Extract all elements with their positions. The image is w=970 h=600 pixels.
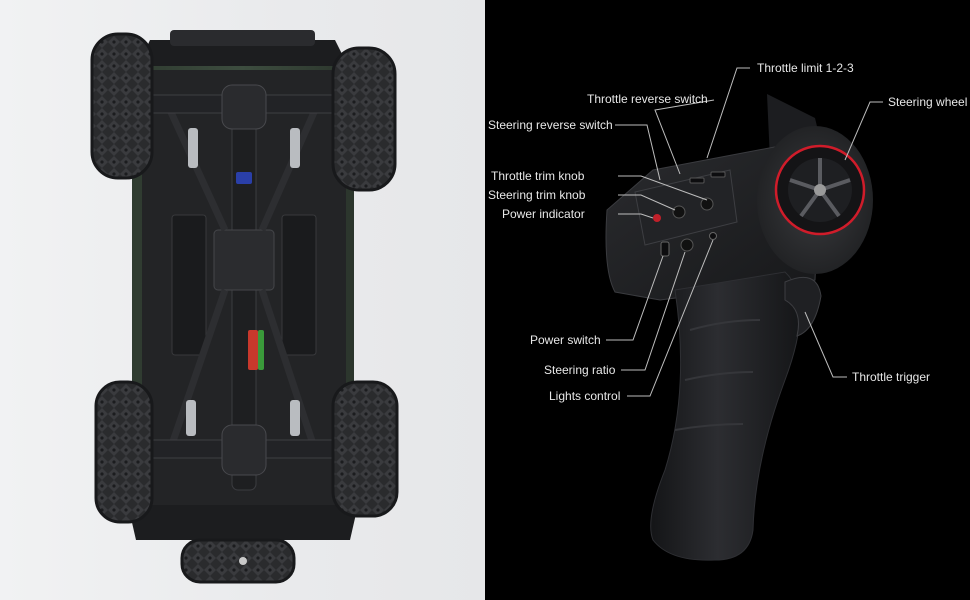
pistol-grip (650, 271, 801, 561)
callout-lights-control: Lights control (549, 389, 621, 403)
power-indicator-led (653, 214, 661, 222)
callout-steering-ratio: Steering ratio (544, 363, 616, 377)
callout-throttle-reverse-switch: Throttle reverse switch (587, 92, 708, 106)
front-right-wheel (331, 46, 397, 192)
callout-throttle-trigger: Throttle trigger (852, 370, 931, 384)
steering-trim-knob-part (672, 205, 686, 219)
transmitter-illustration (605, 67, 883, 561)
spare-wheel (180, 538, 296, 584)
lights-button-part (709, 232, 717, 240)
callout-throttle-trim-knob: Throttle trim knob (491, 169, 585, 183)
throttle-trim-knob-part (700, 197, 714, 211)
callout-steering-trim-knob: Steering trim knob (488, 188, 586, 202)
callout-power-switch: Power switch (530, 333, 601, 347)
callout-throttle-limit: Throttle limit 1-2-3 (757, 61, 854, 75)
chassis-illustration (90, 30, 399, 584)
callout-steering-wheel: Steering wheel (888, 95, 968, 109)
chassis-underside-photo (0, 0, 485, 600)
steering-ratio-knob-part (680, 238, 694, 252)
rear-bumper (128, 505, 358, 540)
power-switch-part (660, 241, 670, 257)
rear-left-wheel (94, 380, 154, 524)
steering-wheel-part (774, 144, 866, 236)
callout-power-indicator: Power indicator (502, 207, 585, 221)
callout-leader-lines (606, 67, 883, 397)
transmitter-photo: Throttle limit 1-2-3 Throttle reverse sw… (485, 0, 970, 600)
callout-steering-reverse-switch: Steering reverse switch (488, 118, 613, 132)
rear-right-wheel (331, 380, 399, 518)
front-left-wheel (90, 32, 154, 180)
front-bumper (138, 40, 348, 66)
